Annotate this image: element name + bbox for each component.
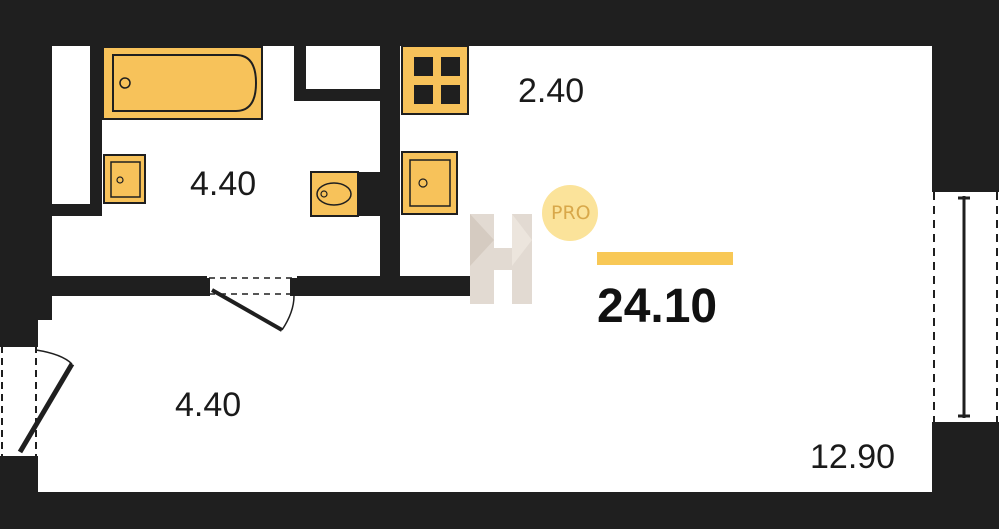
- entrance-door: [0, 340, 75, 463]
- bathroom-sink: [103, 154, 146, 204]
- bathroom-door: [203, 277, 297, 332]
- total-area: 24.10: [597, 280, 718, 333]
- room-area-kitchen: 2.40: [518, 72, 585, 110]
- pro-badge: [542, 185, 598, 241]
- bathtub: [102, 46, 263, 120]
- window-right: [932, 186, 999, 428]
- total-area-accent-bar: [597, 252, 733, 265]
- room-area-living-room: 12.90: [810, 438, 896, 476]
- logo-pro-text: PRO: [551, 202, 591, 224]
- stove: [401, 45, 469, 115]
- interior-walls: [52, 46, 477, 296]
- developer-logo: [470, 185, 598, 304]
- room-area-bathroom: 4.40: [190, 165, 257, 203]
- room-area-hallway: 4.40: [175, 386, 242, 424]
- kitchen-sink: [401, 151, 458, 215]
- toilet: [310, 171, 359, 217]
